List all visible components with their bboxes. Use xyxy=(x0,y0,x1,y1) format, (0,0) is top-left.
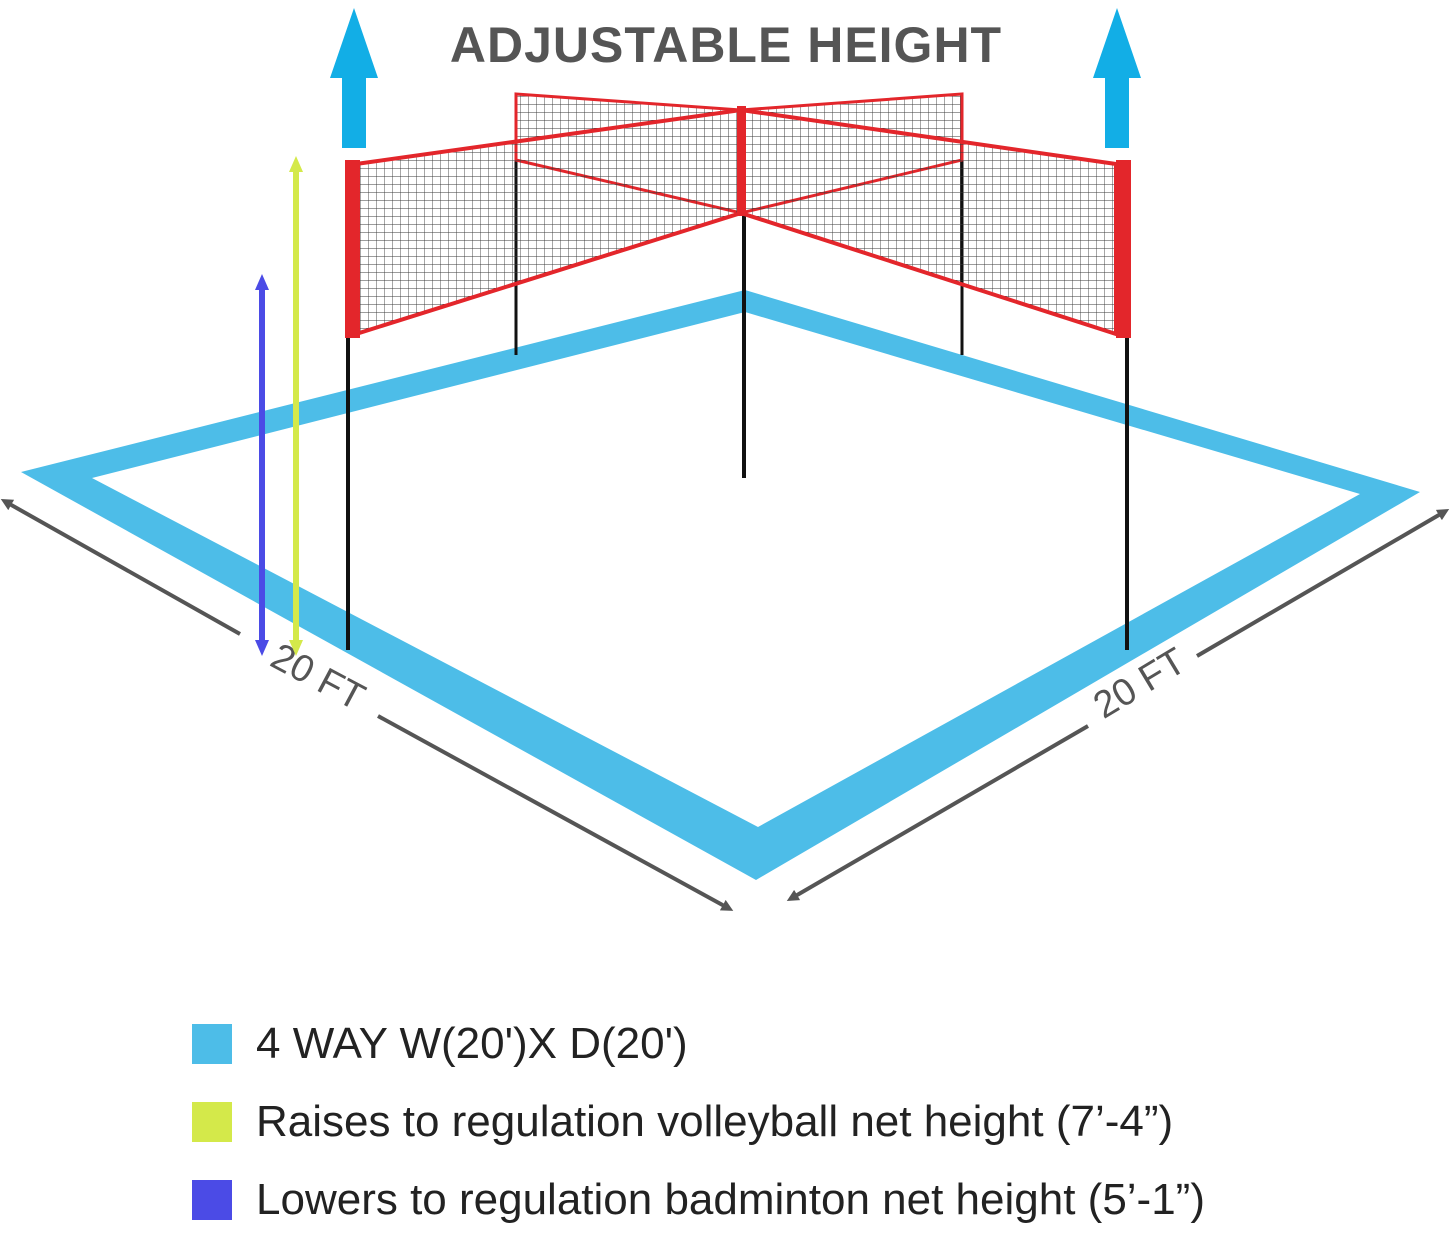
left-dimension-line xyxy=(0,499,734,911)
legend-swatch xyxy=(192,1102,232,1142)
net-center-post xyxy=(737,106,746,216)
diagram-title: ADJUSTABLE HEIGHT xyxy=(450,17,1002,73)
legend-item-volleyball: Raises to regulation volleyball net heig… xyxy=(192,1083,1392,1161)
right-dimension-line xyxy=(786,508,1450,902)
up-arrow-icon xyxy=(330,8,378,148)
court-boundary xyxy=(21,290,1420,880)
up-arrow-icon xyxy=(1093,8,1141,148)
legend-label: Lowers to regulation badminton net heigh… xyxy=(256,1175,1205,1224)
legend-label: 4 WAY W(20')X D(20') xyxy=(256,1019,688,1068)
legend-item-court-size: 4 WAY W(20')X D(20') xyxy=(192,1005,1392,1083)
legend-swatch xyxy=(192,1180,232,1220)
legend: 4 WAY W(20')X D(20') Raises to regulatio… xyxy=(192,1005,1392,1239)
legend-label: Raises to regulation volleyball net heig… xyxy=(256,1097,1174,1146)
net-front-left xyxy=(345,107,743,338)
legend-swatch xyxy=(192,1024,232,1064)
net-front-right xyxy=(739,107,1131,338)
legend-item-badminton: Lowers to regulation badminton net heigh… xyxy=(192,1161,1392,1239)
